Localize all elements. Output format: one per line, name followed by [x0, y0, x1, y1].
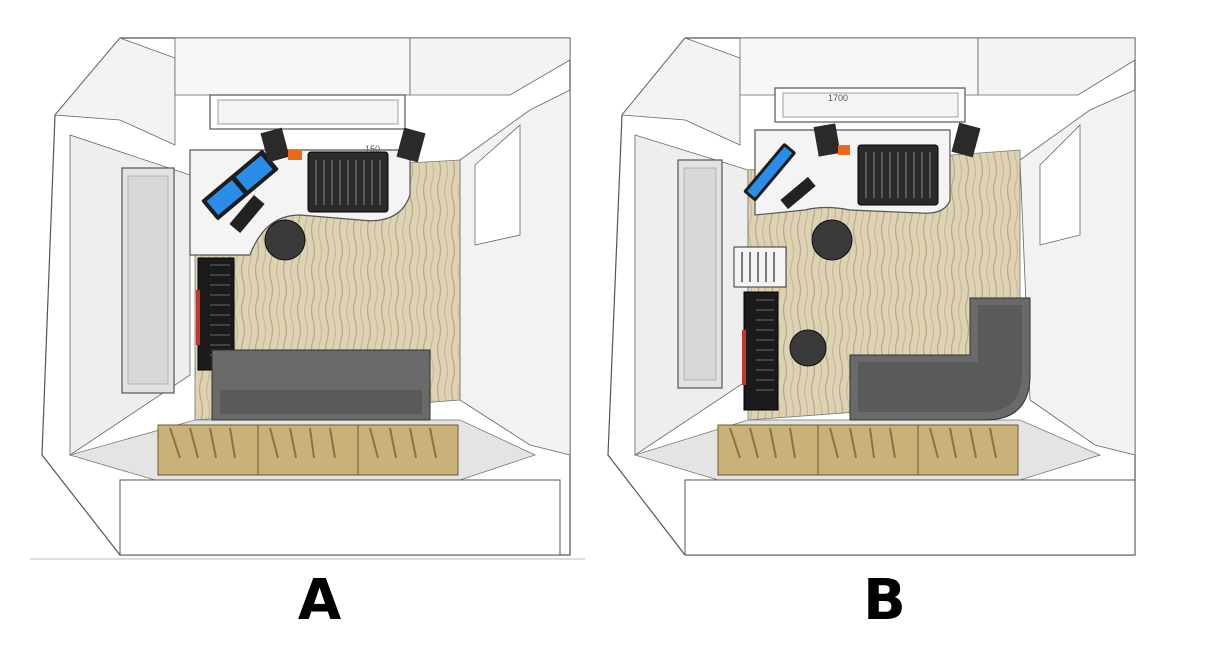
synth-keys: [756, 299, 774, 391]
keyboard: [229, 194, 265, 234]
studio-plan-b: 1700: [600, 0, 1160, 560]
chair: [264, 219, 306, 261]
right-window: [474, 124, 521, 246]
ceiling-right: [977, 37, 1136, 96]
plan-a-drawing: 150: [30, 37, 585, 560]
keyboard: [780, 176, 816, 210]
rack-slots: [741, 252, 775, 282]
window-inner: [217, 99, 399, 125]
right-window: [1039, 124, 1081, 246]
synth-accent: [742, 330, 746, 385]
monitor-workstation: [201, 150, 279, 220]
synth-keyboard: [743, 291, 779, 411]
acoustic-diffuser: [157, 424, 459, 476]
chair-keyboard: [789, 329, 827, 367]
speaker-left: [813, 123, 841, 157]
monitor-workstation: [743, 143, 796, 202]
variant-label-b: B: [863, 568, 907, 633]
studio-plan-a: 150: [30, 0, 590, 560]
ceiling-right: [409, 37, 571, 96]
speaker-right: [951, 122, 981, 158]
accent-block: [838, 145, 850, 155]
corner-sofa-seat: [858, 305, 1022, 412]
front-riser: [684, 479, 1136, 556]
front-riser: [119, 479, 561, 556]
dimension-label: 1700: [828, 93, 848, 103]
ceiling-left: [54, 37, 176, 146]
console-channels: [865, 152, 931, 198]
window-inner: [782, 92, 959, 118]
plan-b-drawing: 1700: [607, 37, 1136, 556]
door-glass: [127, 175, 169, 385]
synth-accent: [196, 290, 200, 345]
sofa-seat: [220, 390, 422, 414]
ceiling-top: [739, 37, 979, 96]
ceiling-top: [174, 37, 411, 96]
door-glass: [683, 167, 717, 381]
ceiling-left: [621, 37, 741, 146]
speaker-left: [260, 127, 290, 163]
acoustic-diffuser: [717, 424, 1019, 476]
console-channels: [315, 160, 381, 205]
accent-block: [288, 150, 302, 160]
dimension-label: 150: [365, 144, 380, 154]
variant-label-a: A: [297, 568, 343, 633]
chair-desk: [811, 219, 853, 261]
speaker-right: [396, 127, 426, 163]
